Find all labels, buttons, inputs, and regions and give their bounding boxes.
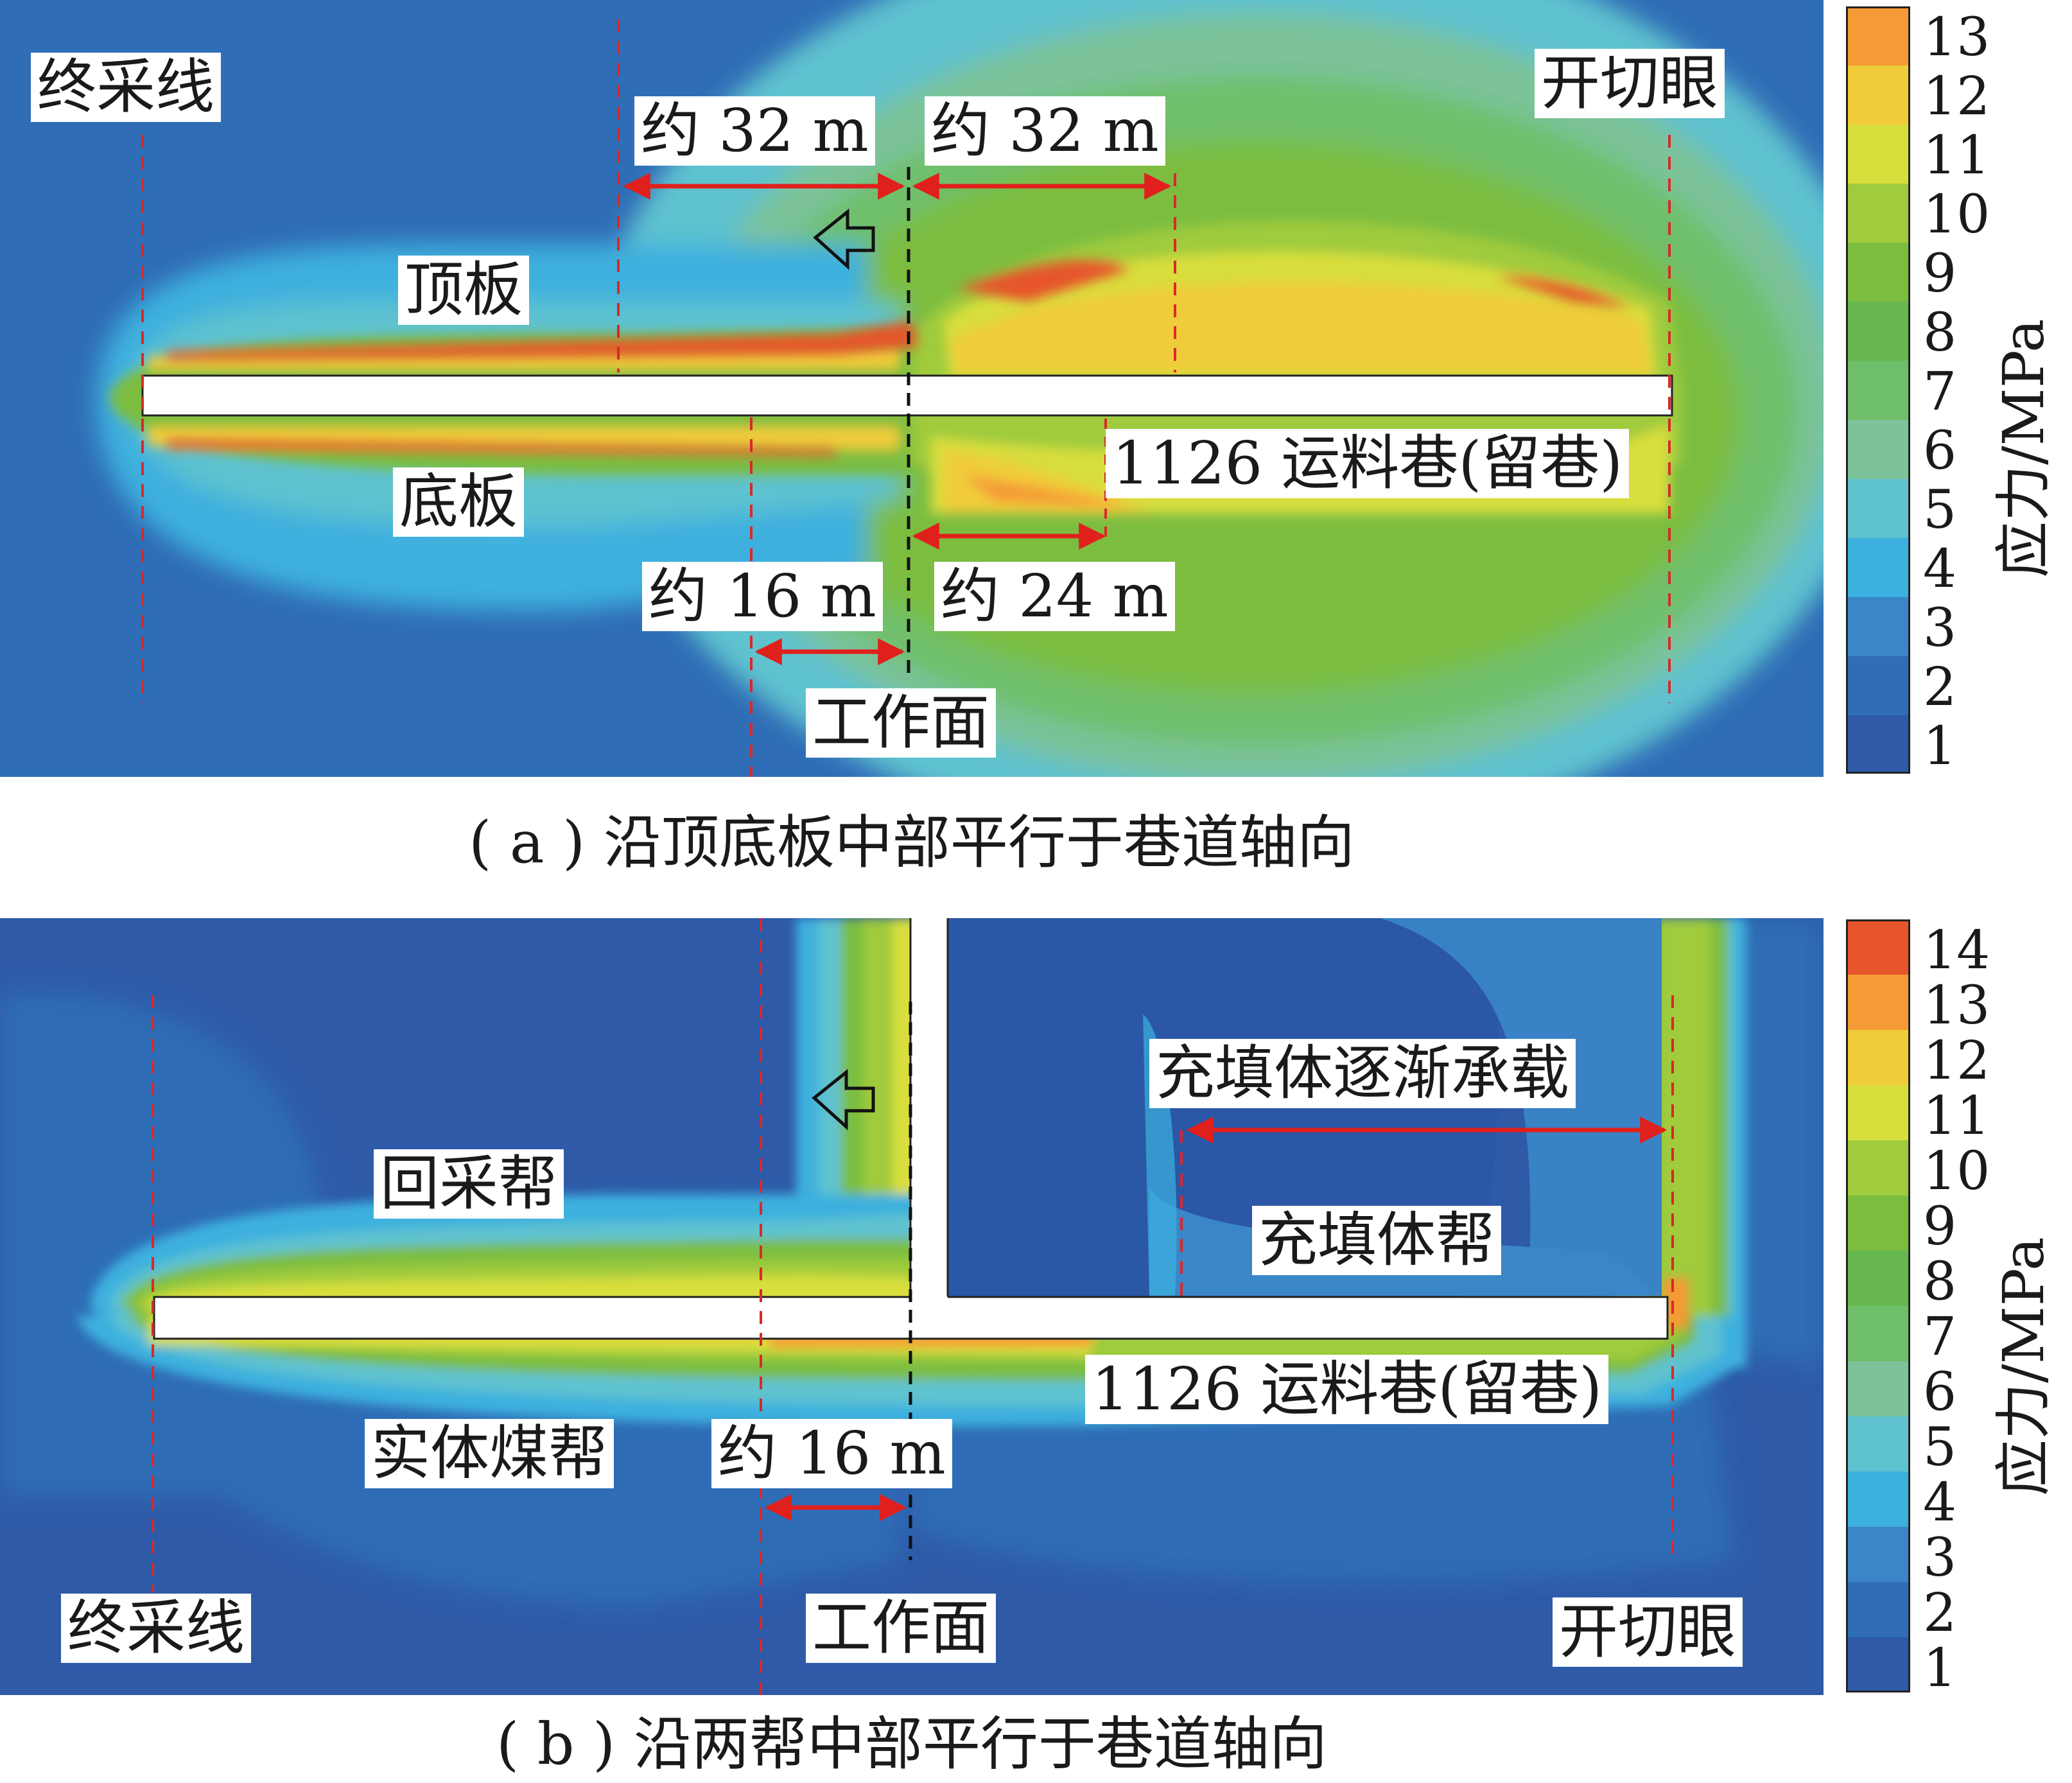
tick-b-10: 10 (1923, 1141, 1990, 1202)
tick-a-12: 12 (1923, 66, 1990, 127)
tick-a-8: 8 (1923, 302, 1957, 363)
advance-direction-icon (812, 1068, 875, 1131)
tick-a-13: 13 (1923, 7, 1990, 68)
floor-label: 底板 (393, 467, 525, 537)
tick-a-7: 7 (1923, 361, 1957, 422)
tick-b-8: 8 (1923, 1251, 1957, 1312)
roadway-label: 1126 运料巷(留巷) (1106, 429, 1630, 498)
caption-b: ( b ) 沿两帮中部平行于巷道轴向 (496, 1710, 1327, 1778)
stress-contour-roof-floor (0, 0, 1824, 777)
advance-direction-icon (813, 208, 875, 270)
colorbar-b (1846, 919, 1910, 1692)
tick-a-1: 1 (1923, 716, 1957, 777)
end-line-label: 终采线 (31, 53, 222, 122)
tick-b-11: 11 (1923, 1086, 1990, 1147)
tick-b-14: 14 (1923, 920, 1990, 981)
tick-a-6: 6 (1923, 421, 1957, 482)
tick-a-10: 10 (1923, 184, 1990, 245)
tick-b-12: 12 (1923, 1031, 1990, 1092)
dist-16m-label: 约 16 m (711, 1419, 952, 1488)
tick-a-2: 2 (1923, 657, 1957, 718)
tick-b-3: 3 (1923, 1527, 1957, 1588)
cut-hole-label: 开切眼 (1535, 49, 1725, 118)
roadway-label: 1126 运料巷(留巷) (1085, 1355, 1609, 1424)
tick-b-6: 6 (1923, 1362, 1957, 1423)
colorbar-a-unit: 应力/MPa (1990, 318, 2057, 578)
tick-a-4: 4 (1923, 539, 1957, 600)
work-face-label: 工作面 (806, 688, 997, 758)
tick-b-13: 13 (1923, 975, 1990, 1036)
colorbar-b-unit: 应力/MPa (1990, 1237, 2057, 1496)
tick-b-2: 2 (1923, 1583, 1957, 1644)
dist-floor-left-label: 约 16 m (642, 562, 883, 631)
colorbar-b-frame (1846, 919, 1910, 1692)
filling-side-label: 充填体帮 (1252, 1206, 1502, 1275)
tick-a-5: 5 (1923, 480, 1957, 541)
roof-label: 顶板 (398, 256, 530, 325)
filling-gradual-label: 充填体逐渐承载 (1149, 1039, 1576, 1108)
tick-a-9: 9 (1923, 243, 1957, 304)
cut-hole-label: 开切眼 (1553, 1597, 1743, 1667)
dist-roof-left-label: 约 32 m (634, 96, 875, 166)
tick-a-11: 11 (1923, 125, 1990, 186)
colorbar-a (1846, 6, 1910, 774)
stress-contour-two-sides (0, 918, 1824, 1695)
colorbar-a-frame (1846, 6, 1910, 774)
tick-b-5: 5 (1923, 1417, 1957, 1478)
tick-b-9: 9 (1923, 1196, 1957, 1257)
work-face-label: 工作面 (806, 1594, 997, 1663)
caption-a: ( a ) 沿顶底板中部平行于巷道轴向 (469, 809, 1355, 876)
mining-side-label: 回采帮 (374, 1149, 564, 1219)
tick-a-3: 3 (1923, 598, 1957, 659)
end-line-label: 终采线 (61, 1594, 252, 1663)
dist-roof-right-label: 约 32 m (925, 96, 1165, 166)
dist-floor-right-label: 约 24 m (934, 562, 1175, 631)
tick-b-7: 7 (1923, 1307, 1957, 1368)
tick-b-4: 4 (1923, 1472, 1957, 1533)
coal-side-label: 实体煤帮 (365, 1419, 614, 1488)
tick-b-1: 1 (1923, 1638, 1957, 1699)
gob-gap (910, 918, 948, 1300)
